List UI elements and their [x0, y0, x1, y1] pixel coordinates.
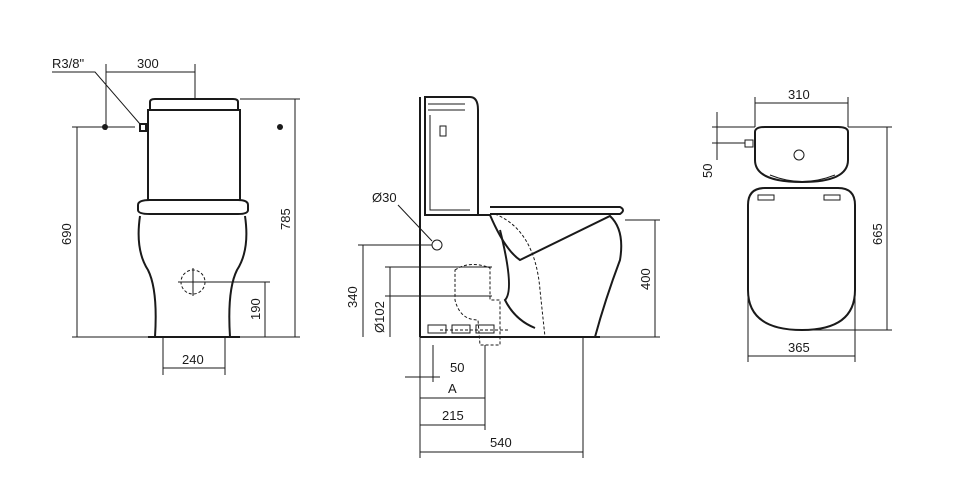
- side-bowl: [470, 214, 623, 338]
- side-foot-1: [427, 324, 447, 334]
- dim-top50-text: 50: [700, 164, 715, 178]
- front-cistern-lid: [149, 98, 239, 111]
- dim-785-text: 785: [278, 208, 293, 230]
- side-inlet-leader: [397, 204, 433, 242]
- dim-240-text: 240: [182, 352, 204, 367]
- side-cistern-inner: [429, 115, 470, 211]
- dim-310-text: 310: [788, 87, 810, 102]
- top-hinge-right: [823, 194, 841, 201]
- top-cistern: [754, 126, 849, 184]
- dim-190-text: 190: [248, 298, 263, 320]
- top-cistern-inner: [769, 174, 836, 182]
- dim-690-text: 690: [59, 223, 74, 245]
- side-cistern: [424, 96, 479, 216]
- side-seat: [490, 206, 624, 215]
- dim-400-text: 400: [638, 268, 653, 290]
- top-seat: [747, 187, 856, 332]
- top-inlet: [744, 139, 754, 148]
- front-cistern: [147, 109, 241, 201]
- top-view: 310 50 665 365: [700, 87, 892, 362]
- dim-665-text: 665: [870, 223, 885, 245]
- side-foot-3: [475, 324, 495, 334]
- side-trap: [454, 264, 501, 346]
- side-bowl-inner: [499, 229, 536, 329]
- dim-d102-text: Ø102: [372, 301, 387, 333]
- dim-540-text: 540: [490, 435, 512, 450]
- dim-A-text: A: [448, 381, 457, 396]
- side-cistern-lid: [428, 103, 465, 111]
- top-hinge-left: [757, 194, 775, 201]
- top-flush-button: [793, 149, 805, 161]
- front-valve: [139, 123, 147, 132]
- front-supply-right: [277, 124, 283, 130]
- dim-50-text: 50: [450, 360, 464, 375]
- side-seat-open: [494, 213, 546, 338]
- side-foot-2: [451, 324, 471, 334]
- dim-340-text: 340: [345, 286, 360, 308]
- dim-215-text: 215: [442, 408, 464, 423]
- front-connection-leader: [52, 71, 141, 125]
- front-seat: [137, 199, 249, 215]
- side-view: Ø30 340 Ø102 400 50 A 215 540: [345, 96, 660, 458]
- dim-365-text: 365: [788, 340, 810, 355]
- dim-d30-text: Ø30: [372, 190, 397, 205]
- side-inlet-circle: [431, 239, 443, 251]
- front-view: R3/8" 300 690 785 190 240: [52, 56, 300, 375]
- side-button: [439, 125, 447, 137]
- dim-300-text: 300: [137, 56, 159, 71]
- front-connection-label: R3/8": [52, 56, 84, 71]
